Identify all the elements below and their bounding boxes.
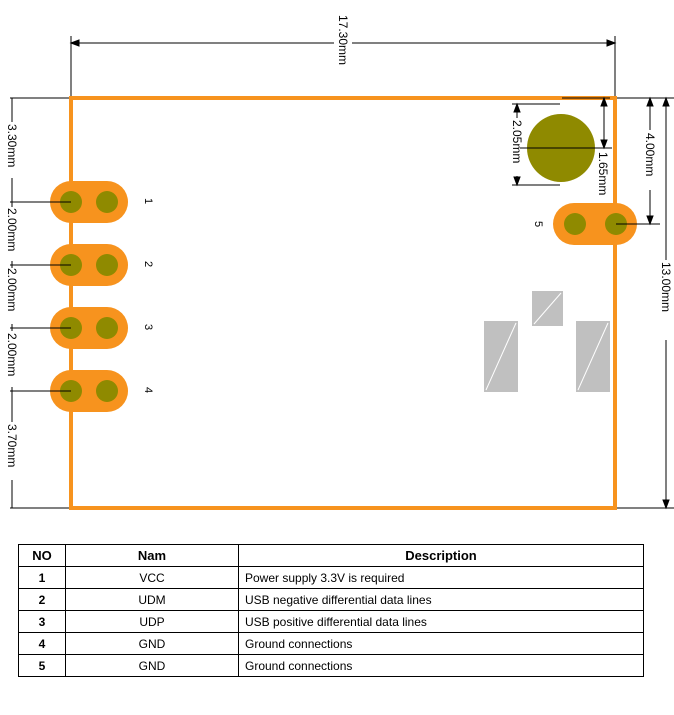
pad-2 (12, 244, 128, 286)
cell-name: GND (65, 654, 239, 677)
module-footprint-drawing: 17.30mm 13.00mm 4.00mm 2.05mm 1.65mm (5, 14, 674, 510)
dimension-width-label: 17.30mm (336, 15, 350, 65)
cell-description: Ground connections (238, 654, 644, 677)
component-top (532, 291, 563, 326)
cell-description: Ground connections (238, 632, 644, 655)
cell-name: GND (65, 632, 239, 655)
cell-description: USB negative differential data lines (238, 588, 644, 611)
pin-label-5: 5 (532, 221, 544, 227)
dimension-height-label: 13.00mm (659, 262, 673, 312)
dimension-pitch-2-label: 2.00mm (5, 268, 19, 311)
component-left (484, 321, 518, 392)
dimension-chain-left-labels: 3.30mm 2.00mm 2.00mm 2.00mm 3.70mm (5, 122, 19, 480)
pin-description-table: NO Nam Description 1 VCC Power supply 3.… (18, 544, 644, 677)
cell-name: UDM (65, 588, 239, 611)
dimension-pin5-offset-label: 4.00mm (643, 133, 657, 176)
pin-label-1: 1 (142, 198, 154, 204)
table-header-row: NO Nam Description (18, 544, 644, 567)
component-right (576, 321, 610, 392)
dimension-hole-offset-label: 1.65mm (596, 152, 610, 195)
table-row: 3 UDP USB positive differential data lin… (18, 610, 644, 633)
pad-5 (553, 203, 660, 245)
header-description: Description (238, 544, 644, 567)
table-row: 2 UDM USB negative differential data lin… (18, 588, 644, 611)
dimension-hole-diameter-label: 2.05mm (510, 120, 524, 163)
pin-label-4: 4 (142, 387, 154, 393)
pad-4 (12, 370, 128, 412)
dimension-pin1-offset-label: 3.30mm (5, 124, 19, 167)
cell-name: VCC (65, 566, 239, 589)
cell-no: 4 (18, 632, 66, 655)
cell-description: Power supply 3.3V is required (238, 566, 644, 589)
cell-name: UDP (65, 610, 239, 633)
board-outline (69, 96, 617, 510)
dimension-pitch-1-label: 2.00mm (5, 208, 19, 251)
pad-3 (12, 307, 128, 349)
header-no: NO (18, 544, 66, 567)
dimension-pitch-3-label: 2.00mm (5, 333, 19, 376)
pin-label-3: 3 (142, 324, 154, 330)
table-row: 1 VCC Power supply 3.3V is required (18, 566, 644, 589)
dimension-pin4-offset-label: 3.70mm (5, 424, 19, 467)
table-row: 5 GND Ground connections (18, 654, 644, 677)
pin-label-2: 2 (142, 261, 154, 267)
cell-description: USB positive differential data lines (238, 610, 644, 633)
cell-no: 5 (18, 654, 66, 677)
table-row: 4 GND Ground connections (18, 632, 644, 655)
cell-no: 1 (18, 566, 66, 589)
cell-no: 2 (18, 588, 66, 611)
pad-1 (12, 181, 128, 223)
header-name: Nam (65, 544, 239, 567)
cell-no: 3 (18, 610, 66, 633)
